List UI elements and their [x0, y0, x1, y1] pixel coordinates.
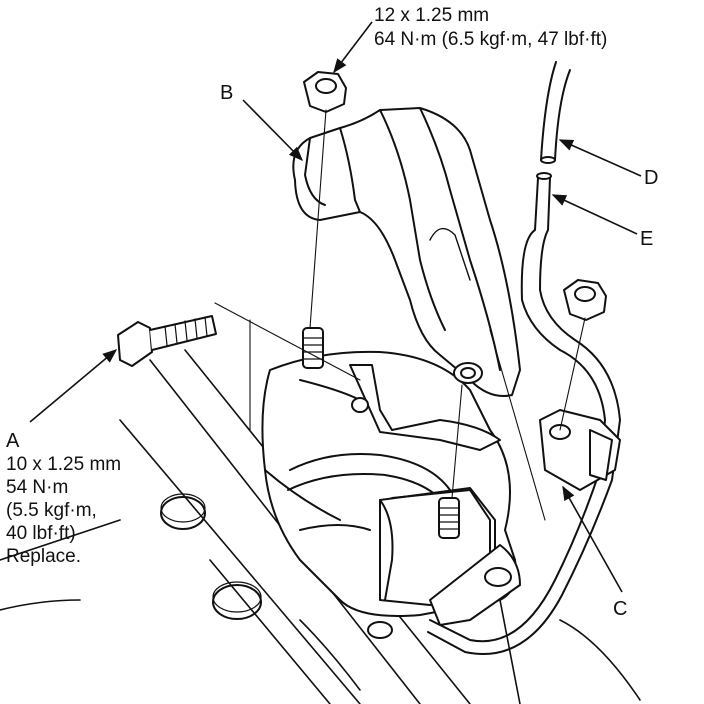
spec-top-torque: 64 N·m (6.5 kgf·m, 47 lbf·ft)	[374, 29, 608, 50]
spec-a-note: Replace.	[6, 546, 81, 567]
mount-bracket-arm	[349, 364, 501, 451]
engine-mount-body	[261, 350, 521, 639]
leader-line-a	[29, 349, 118, 423]
label-c: C	[613, 598, 628, 620]
spec-a-size: 10 x 1.25 mm	[6, 454, 122, 475]
vacuum-tube-e	[427, 172, 621, 656]
mount-stud	[438, 497, 460, 539]
torque-spec-top-nut: 12 x 1.25 mm 64 N·m (6.5 kgf·m, 47 lbf·f…	[374, 4, 607, 52]
mount-bracket-b	[292, 107, 521, 397]
spec-a-lbf: 40 lbf·ft)	[6, 523, 76, 544]
alignment-line	[214, 109, 586, 521]
label-b: B	[220, 82, 234, 104]
leader-line-b	[242, 99, 304, 162]
torque-spec-bolt-a: A 10 x 1.25 mm 54 N·m (5.5 kgf·m, 40 lbf…	[6, 430, 121, 568]
spec-a-torque: 54 N·m	[6, 477, 69, 498]
leader-line-top-nut	[333, 21, 373, 74]
label-a: A	[6, 430, 20, 452]
mount-bolt-a	[117, 315, 217, 367]
vacuum-hose-d	[540, 61, 571, 164]
flange-nut-right	[563, 279, 607, 321]
leader-line-c	[562, 485, 623, 593]
leader-line-e	[551, 194, 638, 235]
label-d: D	[644, 167, 659, 189]
spec-top-size: 12 x 1.25 mm	[374, 5, 490, 26]
spec-a-kgf: (5.5 kgf·m,	[6, 500, 97, 521]
frame-hole	[212, 581, 262, 620]
leader-line-d	[558, 139, 642, 177]
frame-hole	[160, 493, 206, 530]
mount-stud	[302, 327, 324, 369]
hose-bracket-c	[539, 409, 621, 491]
label-e: E	[640, 228, 654, 250]
flange-nut-top	[303, 71, 347, 113]
